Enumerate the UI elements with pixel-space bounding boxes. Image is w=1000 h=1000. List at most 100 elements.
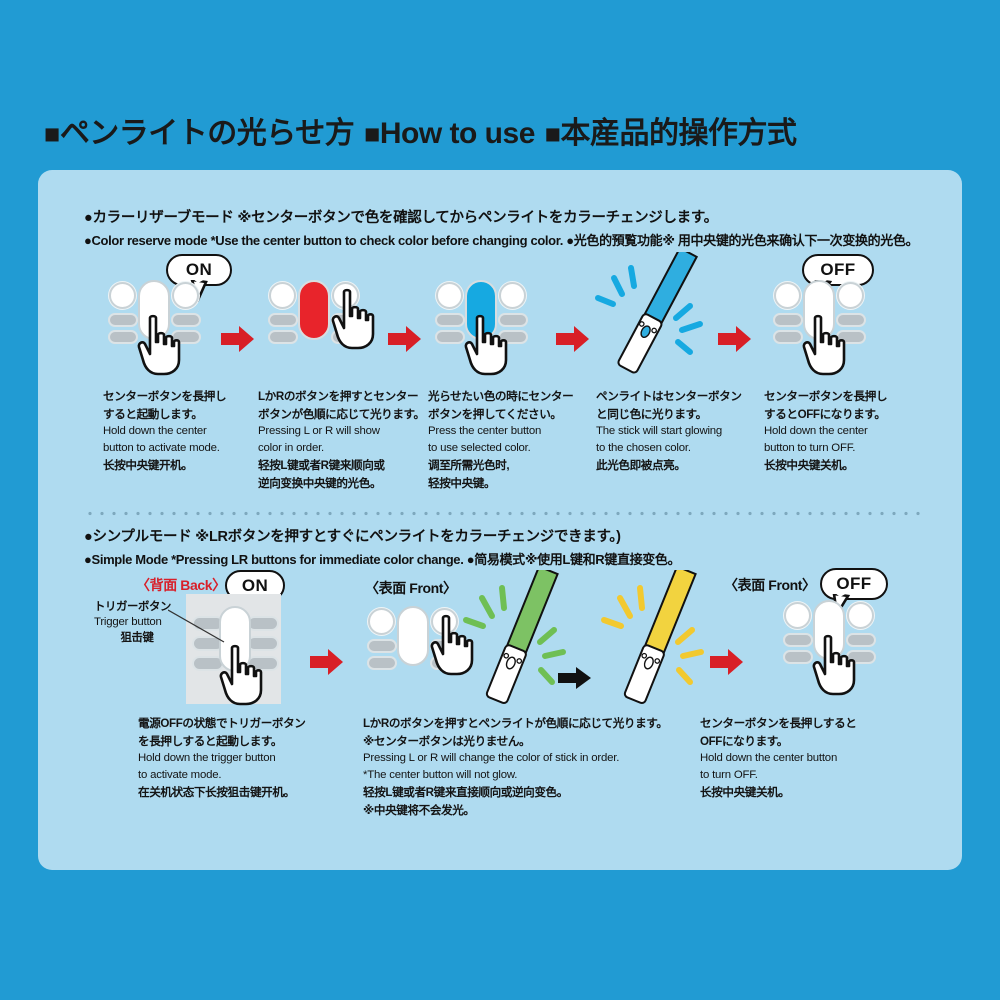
caption-s2-step2-jp-1: LかRのボタンを押すとペンライトが色順に応じて光ります。 bbox=[363, 717, 668, 730]
side-bar-left-bottom-3[interactable] bbox=[435, 330, 465, 344]
caption-s2-step2-cn-2: ※中央键将不会发光。 bbox=[363, 804, 475, 818]
led-left-front-2 bbox=[784, 602, 811, 629]
arrow-5-icon bbox=[310, 648, 344, 676]
caption-step4-cn-1: 此光色即被点亮。 bbox=[596, 459, 686, 473]
device-step3 bbox=[433, 280, 529, 376]
caption-step3-en-1: Press the center button bbox=[428, 425, 542, 438]
hand-cursor-5 bbox=[799, 314, 851, 376]
badge-off-1-label: OFF bbox=[820, 260, 856, 279]
led-left-5 bbox=[774, 282, 801, 309]
led-right-1 bbox=[172, 282, 199, 309]
caption-step1: センターボタンを長押し すると起動します。 Hold down the cent… bbox=[103, 388, 253, 475]
leader-line bbox=[168, 609, 225, 643]
penlight-glowing-yellow bbox=[586, 570, 716, 705]
section-divider bbox=[84, 511, 924, 516]
caption-s2-step2-jp-2: ※センターボタンは光りません。 bbox=[363, 734, 531, 748]
caption-step2-jp-2: ボタンが色順に応じて光ります。 bbox=[258, 407, 425, 421]
side-bar-left-top-5[interactable] bbox=[773, 313, 803, 327]
title-en: How to use bbox=[379, 117, 536, 150]
side-bar-right-top-1[interactable] bbox=[171, 313, 201, 327]
side-bar-left-top-3[interactable] bbox=[435, 313, 465, 327]
penlight-glowing-green bbox=[448, 570, 578, 705]
caption-step1-jp-1: センターボタンを長押し bbox=[103, 390, 227, 403]
badge-on-2-label: ON bbox=[241, 575, 269, 595]
arrow-3-icon bbox=[556, 325, 590, 353]
caption-s2-step1-en-2: to activate mode. bbox=[138, 769, 222, 782]
penlight-glowing-blue bbox=[590, 252, 720, 377]
section2-header: ●シンプルモード ※LRボタンを押すとすぐにペンライトをカラーチェンジできます。… bbox=[84, 525, 681, 568]
caption-s2-step1-en-1: Hold down the trigger button bbox=[138, 752, 276, 765]
section1-header-en-cn: ●Color reserve mode *Use the center butt… bbox=[84, 233, 919, 248]
device-step1 bbox=[106, 280, 202, 376]
caption-step2-en-2: color in order. bbox=[258, 442, 325, 455]
side-bar-left-bottom-2[interactable] bbox=[268, 330, 298, 344]
section2-header-jp: ●シンプルモード ※LRボタンを押すとすぐにペンライトをカラーチェンジできます。… bbox=[84, 529, 621, 545]
caption-step2-cn-1: 轻按L键或者R键来顺向或 bbox=[258, 459, 385, 473]
device-front-2 bbox=[781, 600, 877, 696]
title-cn: 本産品的操作方式 bbox=[560, 117, 798, 150]
badge-off-2-label: OFF bbox=[836, 574, 872, 593]
badge-on-1-label: ON bbox=[185, 260, 213, 279]
caption-step5-jp-1: センターボタンを長押し bbox=[764, 390, 888, 403]
caption-step2: LかRのボタンを押すとセンター ボタンが色順に応じて光ります。 Pressing… bbox=[258, 388, 433, 493]
caption-step1-en-2: button to activate mode. bbox=[103, 442, 220, 455]
title-bullet-1: ■ bbox=[44, 119, 60, 149]
label-front-face-1: 〈表面 Front〉 bbox=[365, 580, 457, 596]
side-bar-left-bottom-f2[interactable] bbox=[783, 650, 813, 664]
side-bar-left-bottom-1[interactable] bbox=[108, 330, 138, 344]
section1-header: ●カラーリザーブモード ※センターボタンで色を確認してからペンライトをカラーチェ… bbox=[84, 206, 919, 249]
arrow-black-icon bbox=[558, 666, 592, 690]
side-bar-left-bottom-f1[interactable] bbox=[367, 656, 397, 670]
label-front-face-2: 〈表面 Front〉 bbox=[724, 577, 816, 593]
caption-step4-jp-1: ペンライトはセンターボタン bbox=[596, 390, 742, 403]
caption-s2-step3-jp-1: センターボタンを長押しすると bbox=[700, 717, 857, 730]
device-back-face bbox=[186, 600, 281, 706]
led-left-1 bbox=[109, 282, 136, 309]
side-bar-left-bottom-5[interactable] bbox=[773, 330, 803, 344]
trigger-label-en: Trigger button bbox=[94, 616, 162, 629]
caption-step3-cn-2: 轻按中央键。 bbox=[428, 477, 496, 491]
caption-step5-en-1: Hold down the center bbox=[764, 425, 868, 438]
caption-step2-jp-1: LかRのボタンを押すとセンター bbox=[258, 390, 419, 403]
caption-step4: ペンライトはセンターボタン と同じ色に光ります。 The stick will … bbox=[596, 388, 771, 475]
side-bar-left-top-f1[interactable] bbox=[367, 639, 397, 653]
caption-step4-en-2: to the chosen color. bbox=[596, 442, 691, 455]
trigger-label-cn: 狙击键 bbox=[120, 631, 154, 644]
device-front-1 bbox=[365, 606, 474, 686]
page-title: ■ペンライトの光らせ方 ■How to use ■本産品的操作方式 bbox=[44, 108, 799, 152]
led-right-front-2 bbox=[847, 602, 874, 629]
title-bullet-2: ■ bbox=[364, 119, 380, 149]
badge-off-2: OFF bbox=[820, 568, 888, 616]
side-bar-right-top-5[interactable] bbox=[836, 313, 866, 327]
caption-s2-step3-cn-1: 长按中央键关机。 bbox=[700, 786, 790, 800]
caption-step2-en-1: Pressing L or R will show bbox=[258, 425, 380, 438]
side-bar-right-top-f2[interactable] bbox=[846, 633, 876, 647]
device-step2 bbox=[266, 280, 375, 360]
trigger-button[interactable] bbox=[219, 606, 251, 672]
side-bar-left-top-1[interactable] bbox=[108, 313, 138, 327]
hand-cursor-front-1 bbox=[427, 614, 479, 676]
caption-step3: 光らせたい色の時にセンター ボタンを押してください。 Press the cen… bbox=[428, 388, 603, 493]
side-bar-left-top-f2[interactable] bbox=[783, 633, 813, 647]
caption-s2-step1-jp-1: 電源OFFの状態でトリガーボタン bbox=[138, 717, 306, 730]
caption-s2-step3: センターボタンを長押しすると OFFになります。 Hold down the c… bbox=[700, 715, 930, 802]
center-button-front-1[interactable] bbox=[397, 606, 429, 666]
caption-step3-cn-1: 调至所需光色时, bbox=[428, 459, 510, 473]
back-bar-right-1[interactable] bbox=[247, 616, 279, 631]
side-bar-left-top-2[interactable] bbox=[268, 313, 298, 327]
caption-s2-step3-en-2: to turn OFF. bbox=[700, 769, 758, 782]
caption-s2-step2: LかRのボタンを押すとペンライトが色順に応じて光ります。 ※センターボタンは光り… bbox=[363, 715, 693, 820]
caption-step4-jp-2: と同じ色に光ります。 bbox=[596, 407, 707, 421]
label-back-face: 〈背面 Back〉 bbox=[136, 577, 226, 593]
side-bar-right-top-3[interactable] bbox=[498, 313, 528, 327]
trigger-label-jp: トリガーボタン bbox=[94, 601, 171, 613]
caption-step3-jp-1: 光らせたい色の時にセンター bbox=[428, 390, 574, 403]
led-right-5 bbox=[837, 282, 864, 309]
arrow-2-icon bbox=[388, 325, 422, 353]
hand-cursor-front-2 bbox=[809, 634, 861, 696]
center-button-2[interactable] bbox=[298, 280, 330, 340]
caption-s2-step3-jp-2: OFFになります。 bbox=[700, 734, 788, 748]
title-bullet-3: ■ bbox=[544, 119, 561, 149]
caption-s2-step3-en-1: Hold down the center button bbox=[700, 752, 838, 765]
